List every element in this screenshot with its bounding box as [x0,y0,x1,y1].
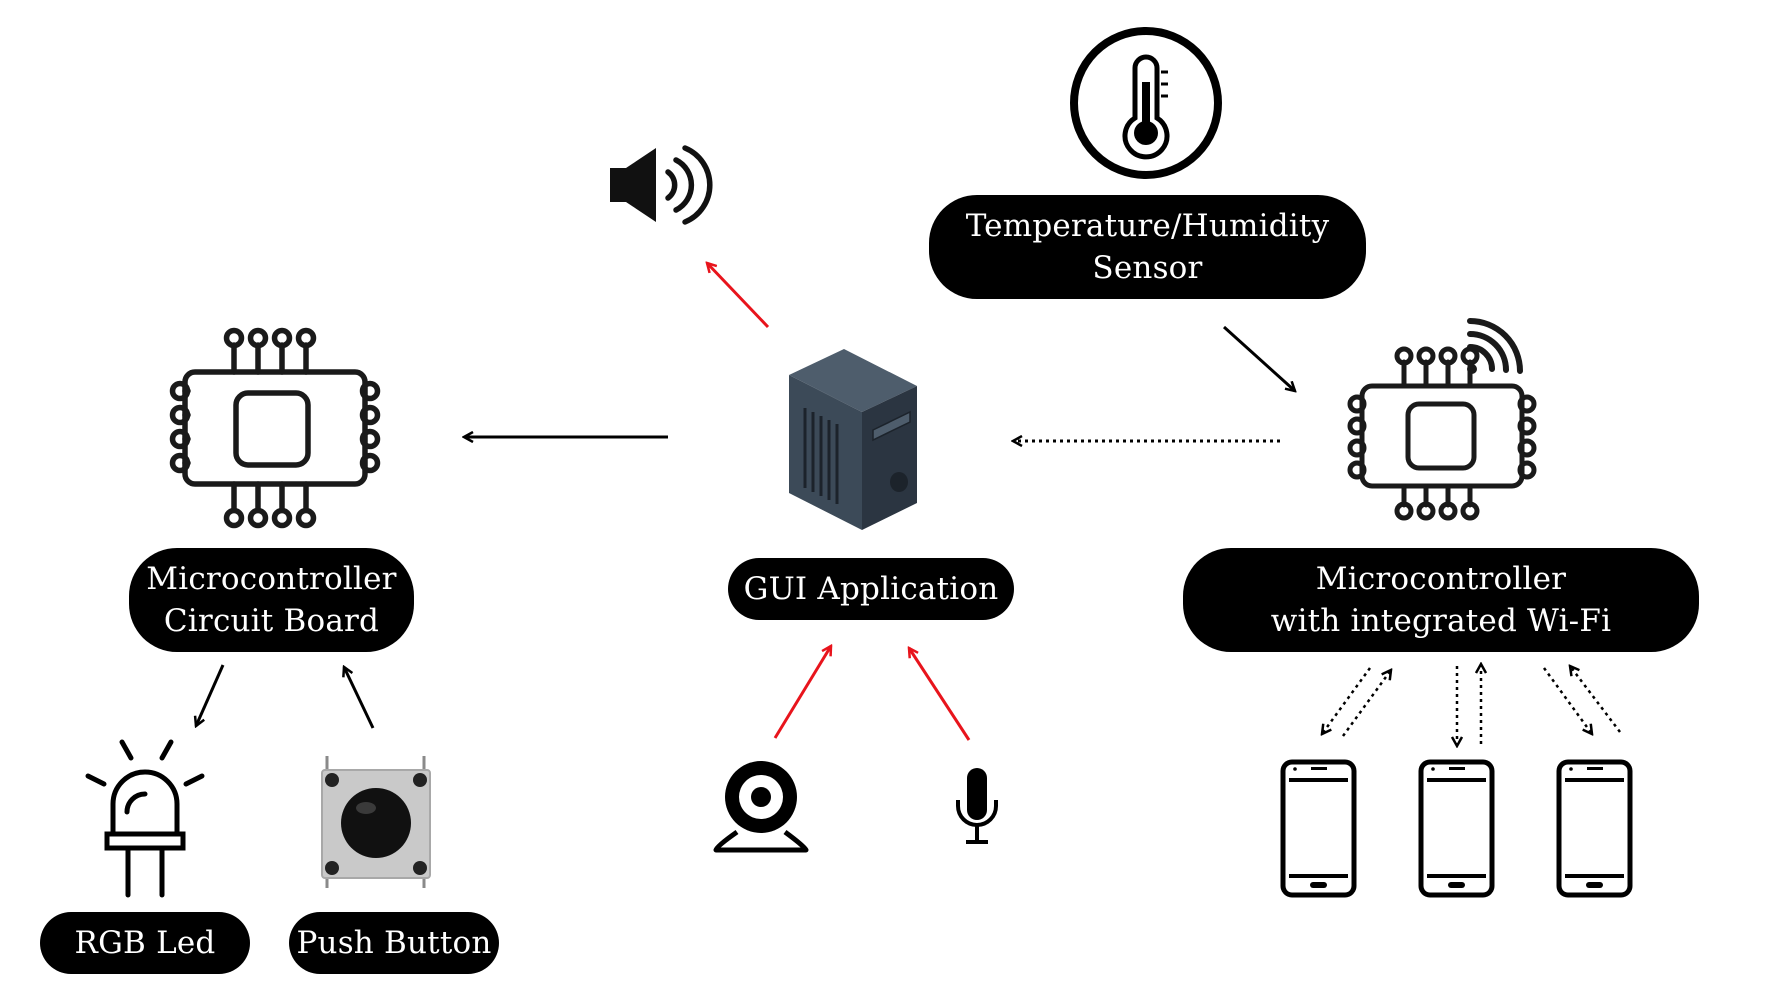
smartphone-icon [1280,759,1357,898]
arrow-mcu-to-led [196,664,225,726]
speaker-icon [610,145,713,225]
arrow-webcam-to-gui [773,646,831,739]
arrow-phone-1-to-wifi [1341,670,1391,737]
arrow-wifi-to-phone-3 [1542,667,1592,734]
node-gui-application: GUI Application [728,558,1014,620]
node-label: Push Button [296,925,492,961]
server-tower-icon [789,349,917,530]
node-label-line-2: Circuit Board [163,603,380,639]
push-button-icon [321,756,431,888]
led-icon [85,739,205,898]
node-microcontroller-board: Microcontroller Circuit Board [129,548,414,652]
node-label-line-1: Temperature/Humidity [965,208,1330,244]
chip-wifi-icon [1347,318,1537,521]
node-rgb-led: RGB Led [40,912,250,974]
node-label-line-1: Microcontroller [1315,561,1567,597]
arrow-wifi-to-phone-1 [1322,667,1372,734]
thermometer-icon [1070,27,1222,179]
node-label-line-2: with integrated Wi-Fi [1270,603,1612,639]
node-push-button: Push Button [289,912,499,974]
smartphone-icon [1418,759,1495,898]
arrow-phone-3-to-wifi [1570,666,1621,733]
node-label: GUI Application [743,571,999,607]
node-temperature-humidity-sensor: Temperature/Humidity Sensor [929,195,1366,299]
arrow-sensor-to-wifi [1222,325,1295,391]
microphone-icon [956,768,998,844]
chip-icon [169,327,381,529]
wifi-phone-links [1322,664,1621,746]
node-label-line-1: Microcontroller [146,561,397,597]
arrow-button-to-mcu [344,667,375,729]
wifi-dot [1467,364,1477,374]
arrow-mic-to-gui [909,648,971,741]
smartphone-icon [1556,759,1633,898]
node-label-line-2: Sensor [1092,250,1203,286]
node-microcontroller-wifi: Microcontroller with integrated Wi-Fi [1183,548,1699,652]
webcam-icon [713,761,809,853]
node-label: RGB Led [74,925,216,961]
arrow-gui-to-speaker [707,263,770,329]
